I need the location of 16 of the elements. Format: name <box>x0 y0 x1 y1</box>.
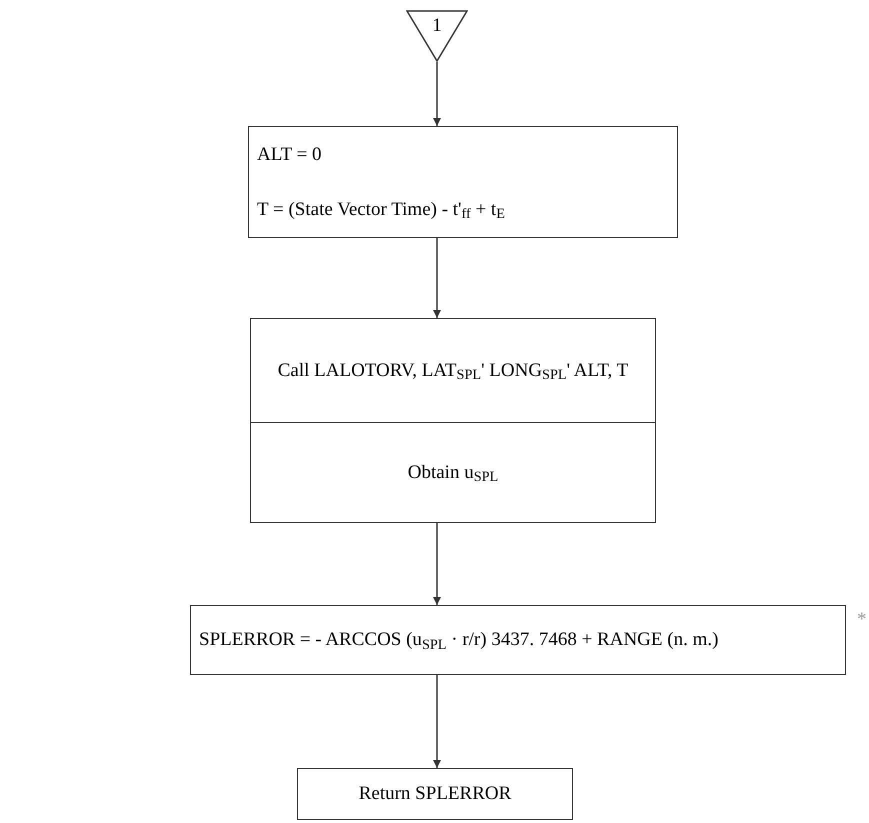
box-text: Return SPLERROR <box>358 782 512 806</box>
process-box <box>248 126 678 238</box>
process-box <box>297 768 573 820</box>
process-box <box>250 422 656 523</box>
box-text: SPLERROR = - ARCCOS (u$_{SPL}$ · r/r) 3437. 7468 + RANGE (n. m.) <box>199 628 718 652</box>
box-text: ALT = 0 <box>257 142 322 166</box>
box-text: Call LALOTORV, LAT$_{SPL}$' LONG$_{SPL}$' ALT, T <box>278 358 628 382</box>
box-text: Obtain u$_{SPL}$ <box>408 460 498 484</box>
box-text: T = (State Vector Time) - t'$_{ff}$ + t$_{E}$ <box>257 198 505 222</box>
connector-number: 1 <box>432 14 442 38</box>
arrow <box>433 675 441 768</box>
process-box <box>250 318 656 423</box>
arrow <box>433 523 441 605</box>
arrow <box>433 238 441 318</box>
arrow <box>433 62 441 126</box>
footnote-mark: * <box>857 608 866 632</box>
